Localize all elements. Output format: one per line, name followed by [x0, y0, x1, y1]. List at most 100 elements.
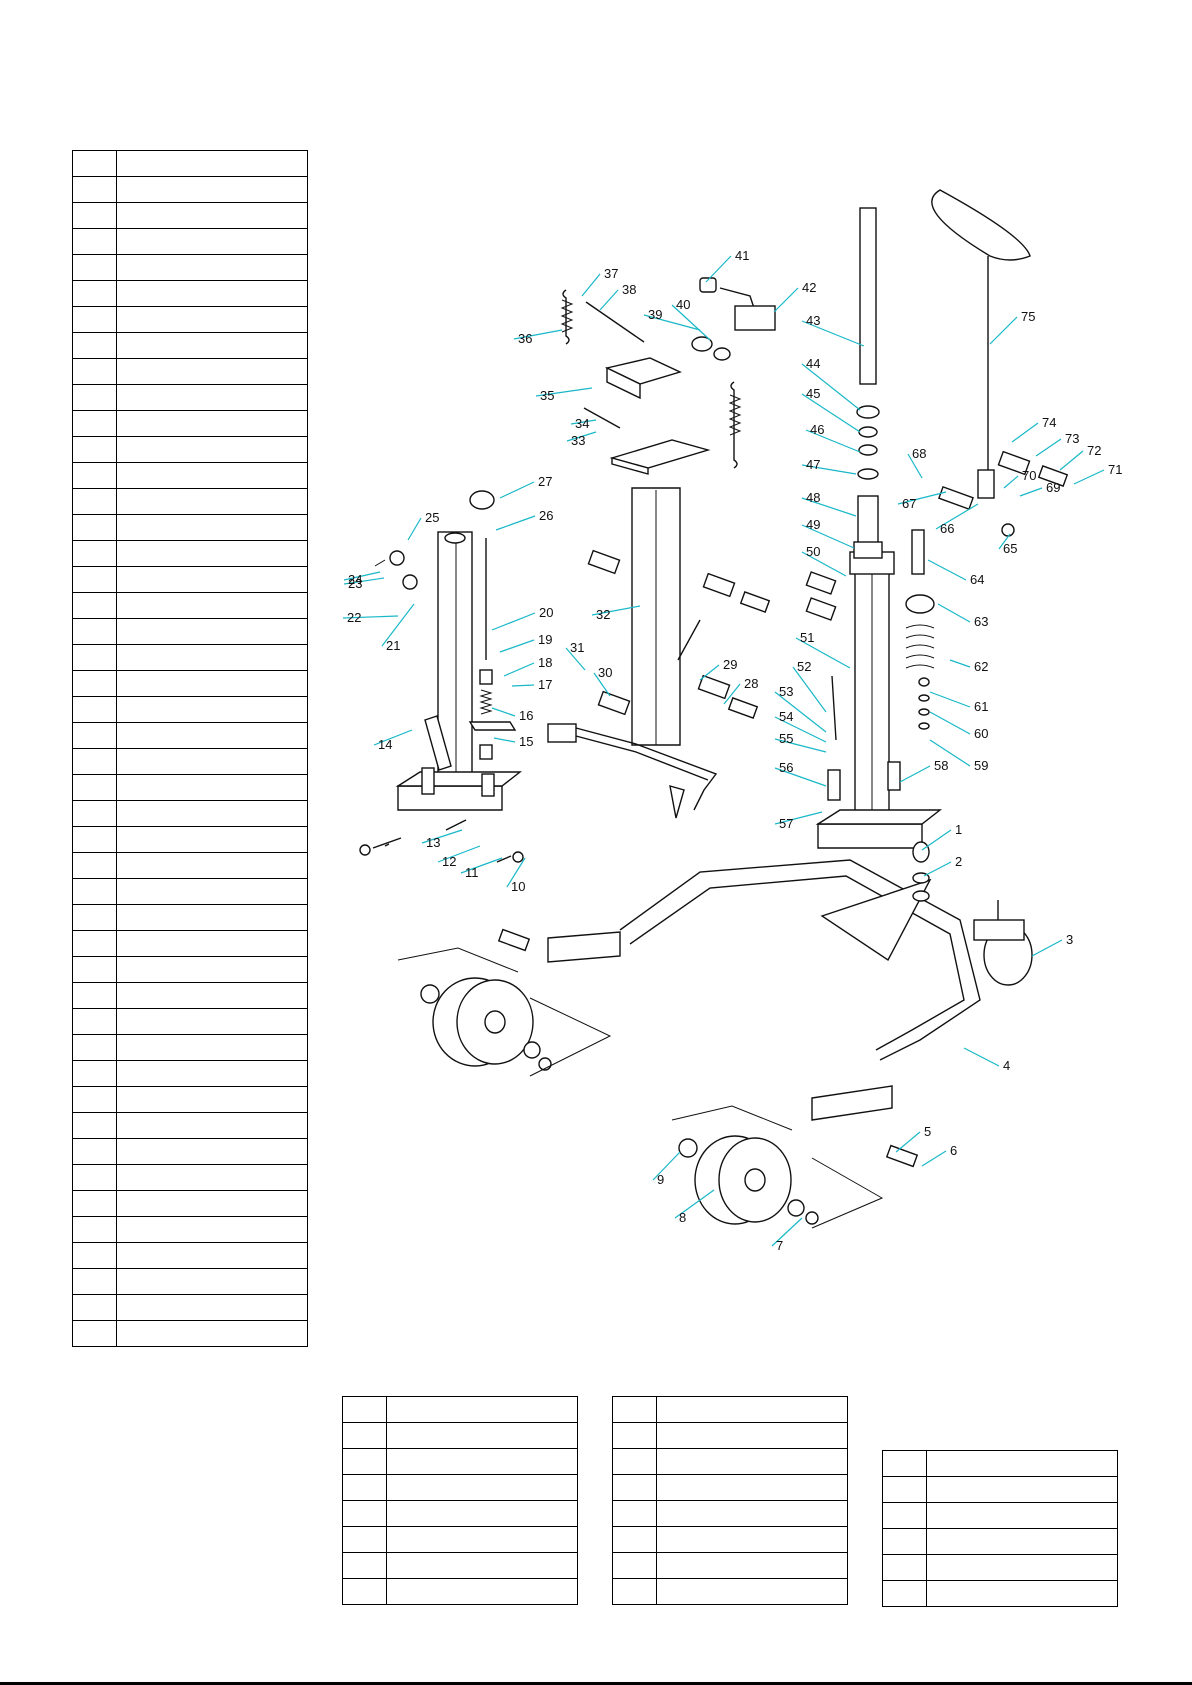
parts-table-left-row [72, 540, 308, 567]
callout-leader-line [801, 524, 855, 549]
callout-label-42: 42 [802, 280, 816, 295]
callout-leader-line [437, 845, 481, 863]
callout-label-72: 72 [1087, 443, 1101, 458]
part-number-cell [72, 254, 117, 281]
part-description-cell [116, 956, 308, 983]
part-number-cell [342, 1422, 387, 1449]
callout-label-26: 26 [539, 508, 553, 523]
part-number-cell [72, 800, 117, 827]
callout-leader-line [499, 639, 535, 653]
callout-leader-line [897, 491, 947, 505]
callout-label-39: 39 [648, 307, 662, 322]
callout-label-16: 16 [519, 708, 533, 723]
callout-label-2: 2 [955, 854, 962, 869]
part-description-cell [116, 1060, 308, 1087]
callout-leader-line [723, 683, 741, 705]
part-number-cell [72, 1112, 117, 1139]
callout-leader-line [591, 605, 641, 616]
callout-leader-line [1019, 487, 1043, 497]
parts-table-left-row [72, 566, 308, 593]
callout-leader-line [343, 571, 381, 581]
parts-table-left-row [72, 904, 308, 931]
callout-label-29: 29 [723, 657, 737, 672]
callout-leader-line [923, 861, 952, 877]
part-description-cell [116, 488, 308, 515]
left-column-part [359, 490, 524, 863]
callout-leader-line [907, 453, 923, 479]
callout-leader-line [699, 664, 720, 681]
part-description-cell [116, 904, 308, 931]
part-number-cell [72, 384, 117, 411]
callout-label-46: 46 [810, 422, 824, 437]
callout-label-36: 36 [518, 331, 532, 346]
callout-leader-line [801, 464, 857, 475]
callout-label-49: 49 [806, 517, 820, 532]
callout-label-67: 67 [902, 496, 916, 511]
parts-table-2-row [342, 1422, 578, 1449]
part-description-cell [926, 1528, 1118, 1555]
part-number-cell [72, 1008, 117, 1035]
callout-label-9: 9 [657, 1172, 664, 1187]
part-number-cell [882, 1554, 927, 1581]
middle-frame-part [547, 277, 776, 819]
callout-label-34: 34 [575, 416, 589, 431]
parts-table-3-row [612, 1448, 848, 1475]
callout-leader-line [774, 691, 827, 733]
callout-leader-line [499, 481, 535, 499]
callout-label-69: 69 [1046, 480, 1060, 495]
parts-table-2-row [342, 1500, 578, 1527]
part-description-cell [116, 540, 308, 567]
part-number-cell [612, 1448, 657, 1475]
callout-leader-line [801, 551, 847, 577]
part-description-cell [656, 1526, 848, 1553]
parts-table-left-row [72, 800, 308, 827]
callout-label-62: 62 [974, 659, 988, 674]
callout-leader-line [929, 739, 971, 767]
parts-table-3-row [612, 1552, 848, 1579]
callout-label-40: 40 [676, 297, 690, 312]
callout-leader-line [506, 857, 526, 888]
callout-label-54: 54 [779, 709, 793, 724]
part-number-cell [72, 514, 117, 541]
callout-label-14: 14 [378, 737, 392, 752]
callout-leader-line [774, 811, 823, 825]
parts-table-2-row [342, 1474, 578, 1501]
part-number-cell [72, 1242, 117, 1269]
callout-label-50: 50 [806, 544, 820, 559]
callout-leader-line [1059, 450, 1084, 471]
callout-label-37: 37 [604, 266, 618, 281]
callout-leader-line [801, 320, 865, 347]
callout-leader-line [774, 767, 827, 787]
callout-label-48: 48 [806, 490, 820, 505]
callout-label-18: 18 [538, 655, 552, 670]
callout-label-75: 75 [1021, 309, 1035, 324]
part-description-cell [386, 1578, 578, 1605]
callout-label-10: 10 [511, 879, 525, 894]
part-number-cell [72, 306, 117, 333]
callout-label-56: 56 [779, 760, 793, 775]
callout-leader-line [513, 329, 563, 340]
part-description-cell [116, 306, 308, 333]
parts-table-4-row [882, 1554, 1118, 1581]
callout-leader-line [774, 716, 827, 743]
part-number-cell [342, 1500, 387, 1527]
callout-label-20: 20 [539, 605, 553, 620]
parts-table-left-row [72, 1320, 308, 1347]
callout-label-6: 6 [950, 1143, 957, 1158]
parts-table-left-row [72, 306, 308, 333]
callout-label-22: 22 [347, 610, 361, 625]
part-description-cell [116, 826, 308, 853]
parts-table-4-row [882, 1528, 1118, 1555]
callout-label-12: 12 [442, 854, 456, 869]
part-description-cell [386, 1422, 578, 1449]
callout-label-68: 68 [912, 446, 926, 461]
callout-leader-line [565, 647, 586, 671]
callout-label-52: 52 [797, 659, 811, 674]
parts-table-left-row [72, 332, 308, 359]
callout-label-74: 74 [1042, 415, 1056, 430]
callout-label-21: 21 [386, 638, 400, 653]
callout-label-5: 5 [924, 1124, 931, 1139]
callout-label-31: 31 [570, 640, 584, 655]
callout-leader-line [493, 737, 516, 743]
